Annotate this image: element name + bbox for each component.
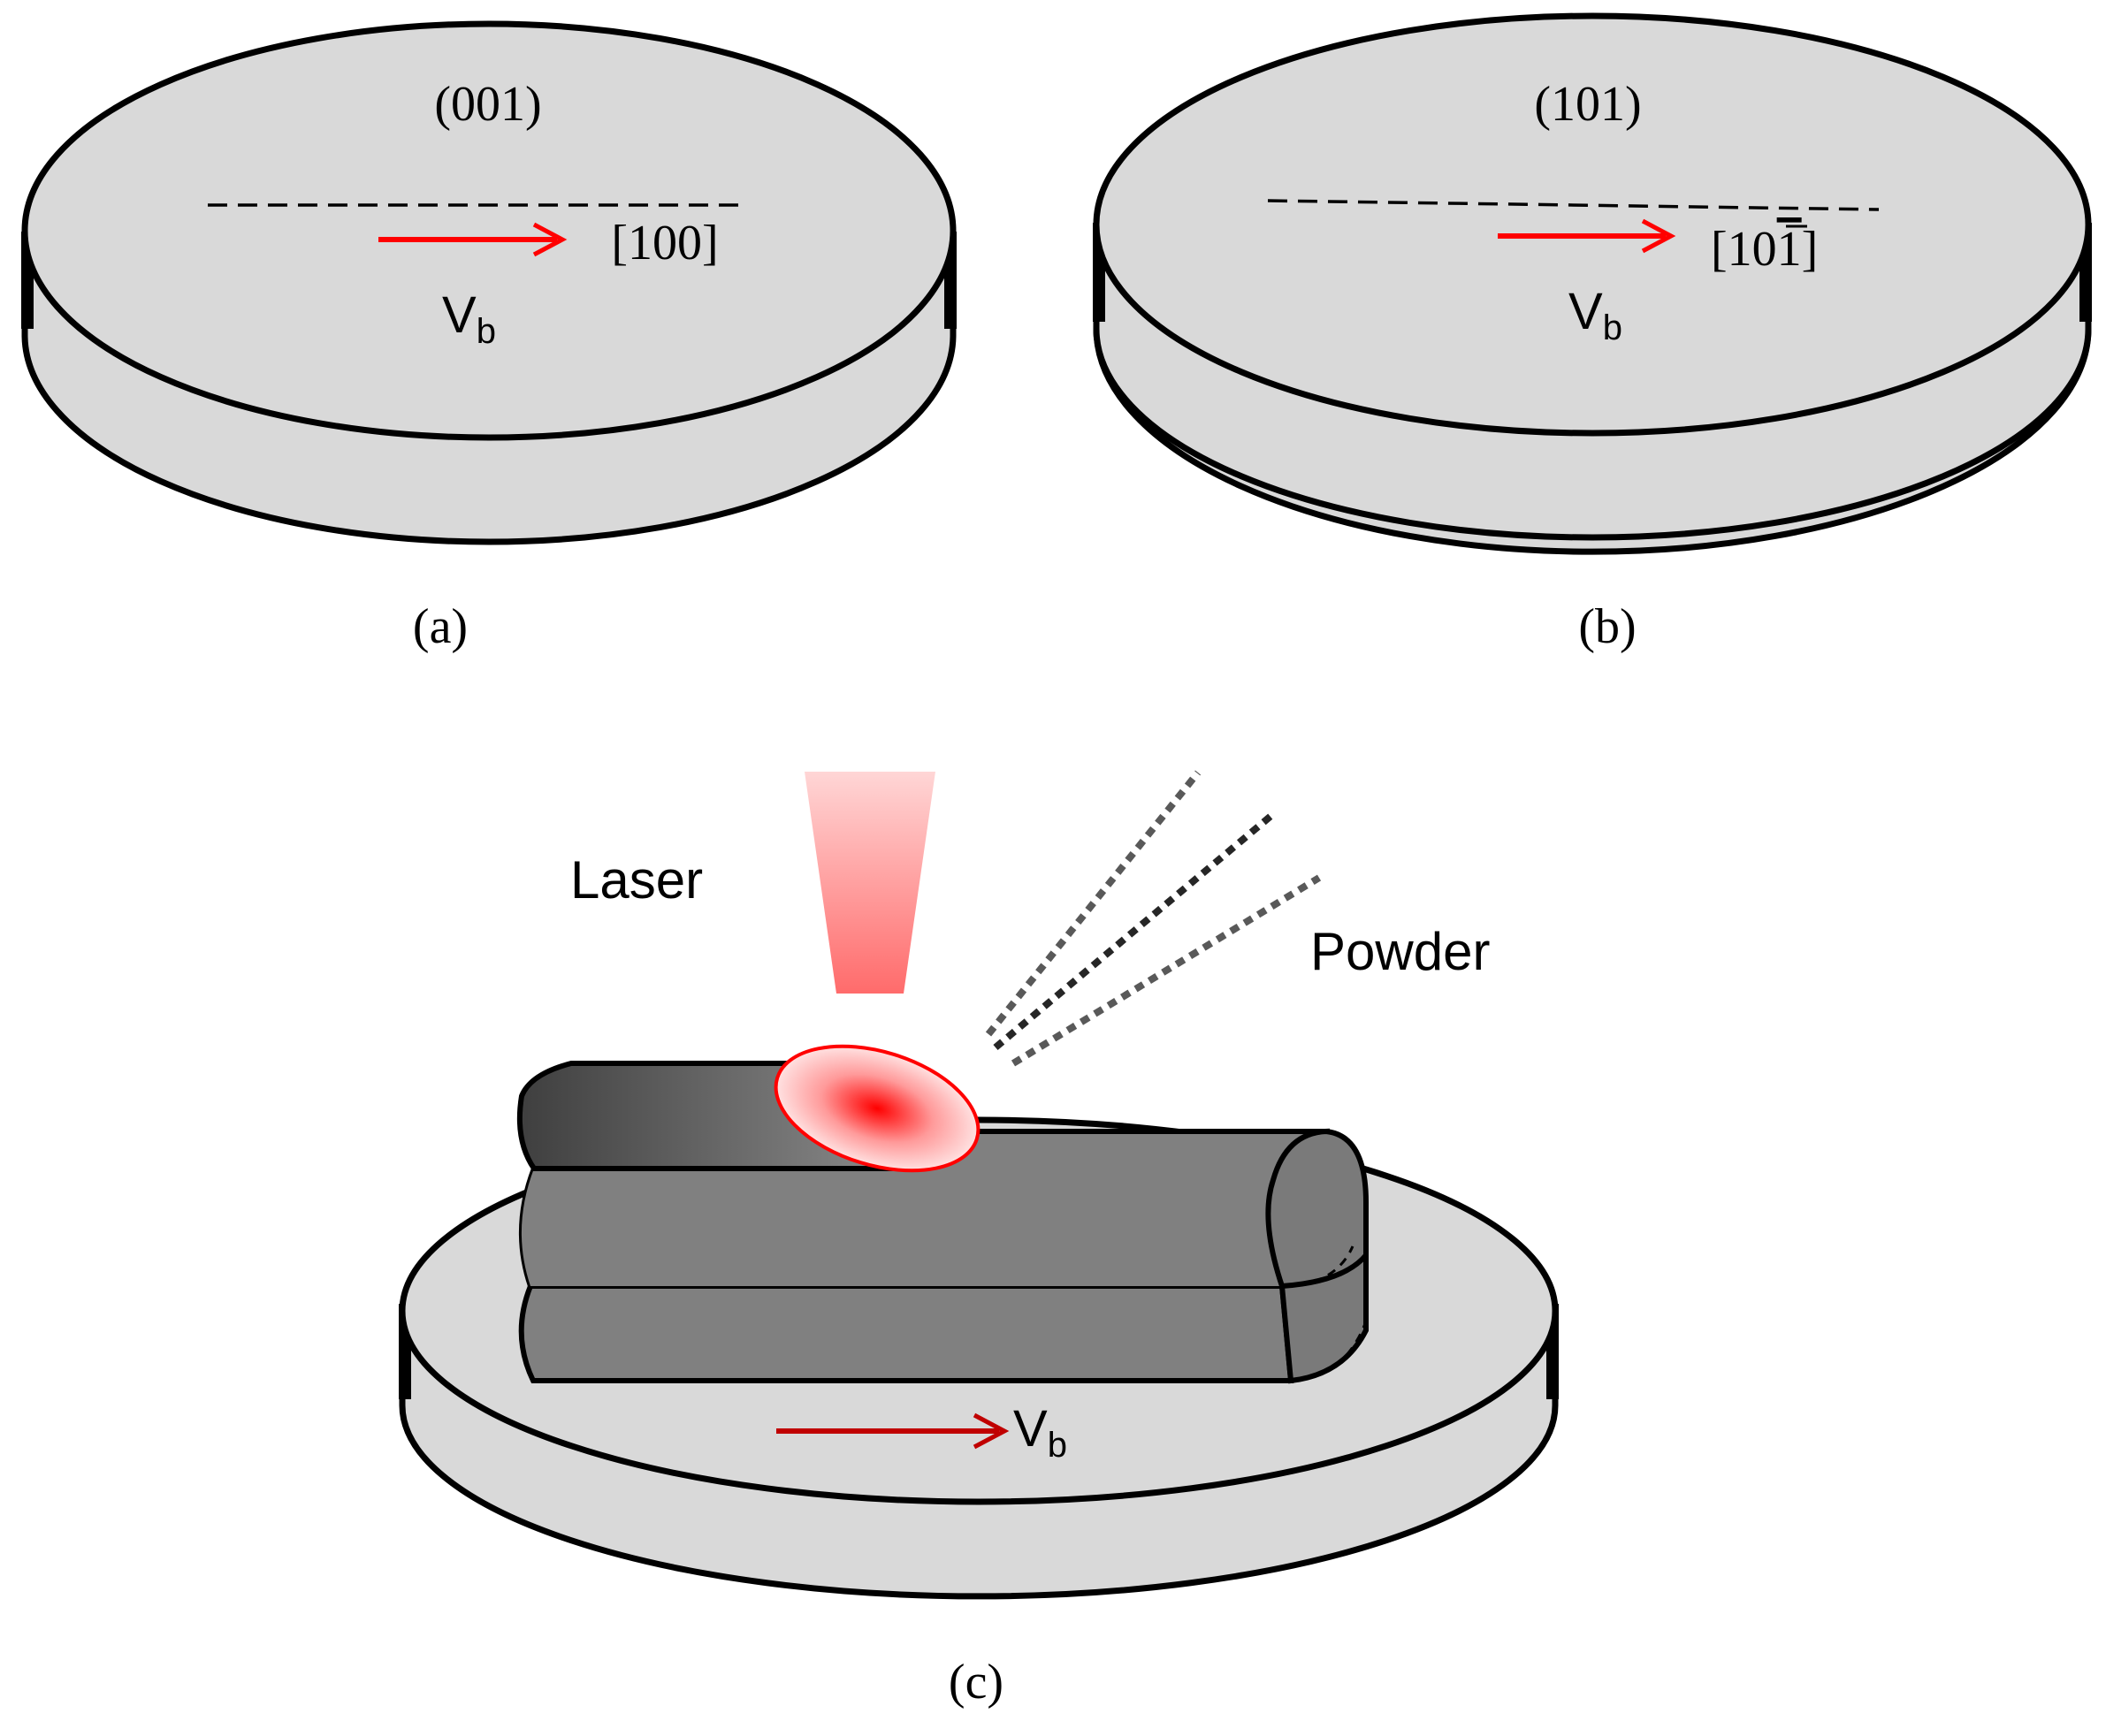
- plane-label-a: (001): [434, 77, 541, 132]
- velocity-sub-c: b: [1048, 1426, 1067, 1465]
- panel-b: (101) [101] Vb (b): [1093, 12, 2092, 654]
- velocity-label-c: Vb: [1013, 1400, 1067, 1465]
- direction-bar-digit-b: 1: [1777, 222, 1802, 277]
- velocity-sub-b: b: [1603, 308, 1622, 347]
- direction-prefix-b: [10: [1711, 222, 1777, 277]
- powder-stream-1: [985, 770, 1202, 1037]
- direction-suffix-b: ]: [1802, 222, 1819, 277]
- substrate-disk-b: [1093, 12, 2092, 555]
- panel-a: (001) [100] Vb (a): [21, 20, 957, 654]
- velocity-main-a: V: [442, 286, 477, 344]
- laser-beam: [805, 772, 935, 994]
- powder-streams: [985, 770, 1322, 1067]
- middle-track-end-cap: [1265, 1128, 1369, 1290]
- melt-pool: [774, 1044, 981, 1173]
- powder-stream-3: [1011, 874, 1322, 1067]
- laser-label: Laser: [570, 850, 703, 910]
- velocity-sub-a: b: [477, 312, 496, 351]
- direction-arrow-a: [378, 222, 568, 257]
- hidden-edge-bottom: [1290, 1321, 1368, 1382]
- powder-stream-2: [993, 811, 1276, 1051]
- panel-c: Laser Powder Vb (c): [399, 770, 1559, 1709]
- scan-direction-arrow: [776, 1412, 1010, 1450]
- caption-b: (b): [1578, 599, 1636, 654]
- caption-a: (a): [413, 599, 468, 654]
- dashed-line-b: [1267, 199, 1880, 211]
- deposited-tracks: [516, 1061, 1369, 1384]
- direction-label-b: [101]: [1711, 222, 1818, 277]
- velocity-main-b: V: [1568, 283, 1603, 340]
- velocity-main-c: V: [1013, 1400, 1048, 1458]
- direction-arrow-b: [1498, 218, 1676, 254]
- plane-label-b: (101): [1534, 77, 1641, 132]
- bottom-track: [518, 1283, 1294, 1383]
- velocity-label-b: Vb: [1568, 283, 1622, 347]
- substrate-disk-a: [21, 20, 957, 545]
- velocity-label-a: Vb: [442, 286, 496, 351]
- direction-label-a: [100]: [611, 216, 718, 270]
- powder-label: Powder: [1310, 922, 1490, 981]
- caption-c: (c): [949, 1655, 1003, 1709]
